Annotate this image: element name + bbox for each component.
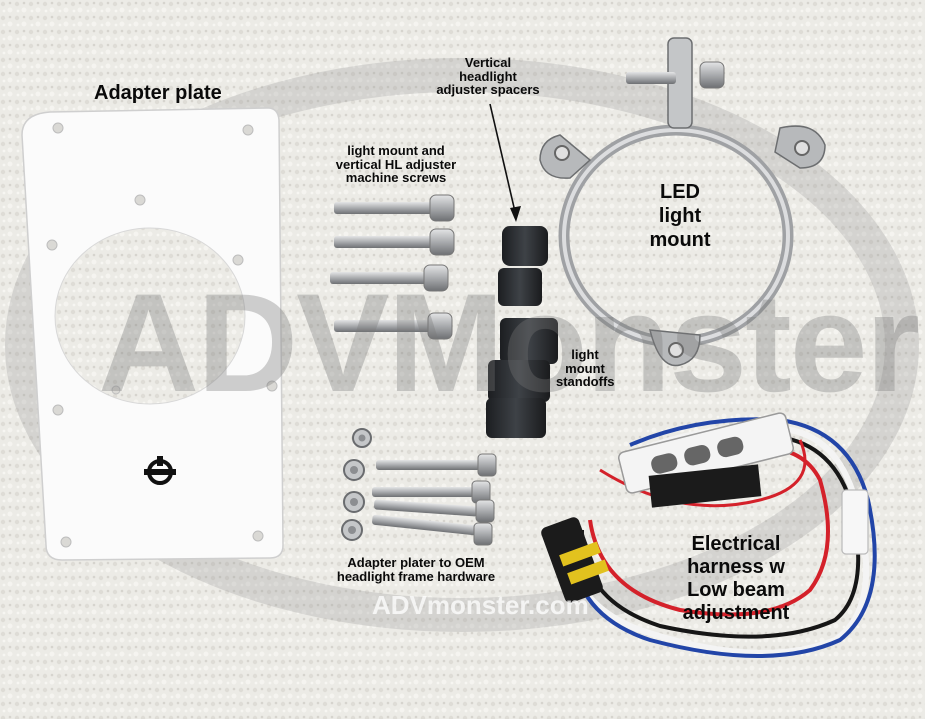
label-screws: light mount and vertical HL adjuster mac… <box>335 143 457 186</box>
watermark-ellipse <box>5 58 919 632</box>
screw <box>334 194 455 222</box>
electrical-harness <box>541 412 877 658</box>
screw <box>334 228 455 256</box>
label-standoffs: light mount standoffs <box>556 347 615 390</box>
pointer-arrow <box>489 103 521 222</box>
harness-connector-icon <box>541 517 609 603</box>
adapter-plate-center-hole <box>54 227 246 405</box>
screw <box>330 264 449 292</box>
watermark-text: ADVMonster <box>98 264 920 421</box>
label-adapter-plate: Adapter plate <box>94 82 222 104</box>
screw <box>334 312 453 340</box>
label-hardware: Adapter plater to OEM headlight frame ha… <box>336 555 496 584</box>
adapter-plate <box>21 107 284 561</box>
adapter-hardware <box>341 428 497 546</box>
husqvarna-logo-icon <box>144 456 176 485</box>
watermark-url: ADVmonster.com <box>372 590 589 620</box>
adjuster-spacers <box>498 226 548 306</box>
harness-controller-icon <box>617 412 795 508</box>
label-spacers: Vertical headlight adjuster spacers <box>436 55 540 98</box>
mount-standoffs <box>486 318 558 438</box>
label-led-mount: LED light mount <box>649 181 711 251</box>
label-harness: Electrical harness w Low beam adjustment <box>682 533 790 624</box>
led-light-mount <box>539 37 826 367</box>
machine-screws <box>330 194 455 340</box>
